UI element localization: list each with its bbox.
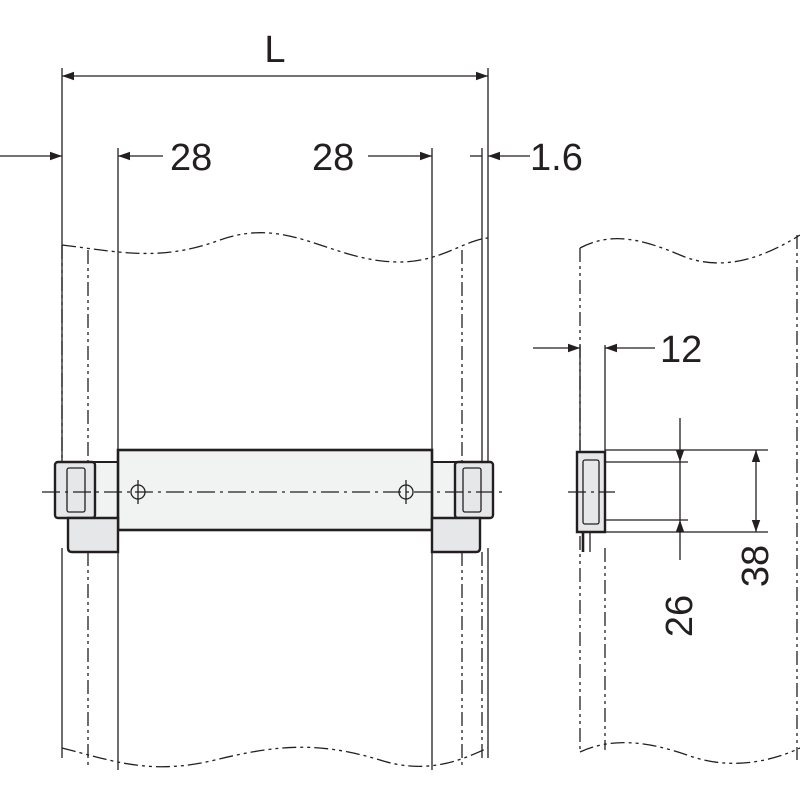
left-end-block-inner: [66, 467, 86, 513]
right-lower-lug: [430, 516, 482, 554]
panel-edges: [61, 148, 489, 770]
side-break-bottom: [579, 741, 800, 764]
mounting-hole-right: [398, 480, 414, 504]
side-view: 12 26 38: [533, 234, 800, 764]
dimension-label-left-28: 28: [170, 137, 212, 179]
bracket-flange: [116, 448, 434, 532]
break-line-top: [61, 232, 489, 263]
right-end-block-inner: [462, 467, 482, 513]
phantom-lines: [61, 245, 483, 765]
left-lower-lug: [66, 516, 120, 554]
dimension-label-12: 12: [660, 329, 702, 371]
dimension-label-1-6: 1.6: [530, 137, 583, 179]
mounting-hole-left: [130, 480, 146, 504]
dimension-label-right-28: 28: [312, 137, 354, 179]
left-end-block: [53, 460, 97, 520]
break-line-bottom: [61, 746, 489, 768]
side-break-top: [579, 234, 800, 264]
right-end-block: [453, 460, 495, 520]
bracket-plate: [71, 449, 479, 531]
dimension-label-L: L: [264, 29, 285, 71]
dimension-label-38: 38: [735, 545, 777, 587]
extension-lines: [61, 68, 489, 260]
dimension-label-26: 26: [659, 595, 701, 637]
front-view: L 28 28 1.6: [0, 29, 583, 770]
